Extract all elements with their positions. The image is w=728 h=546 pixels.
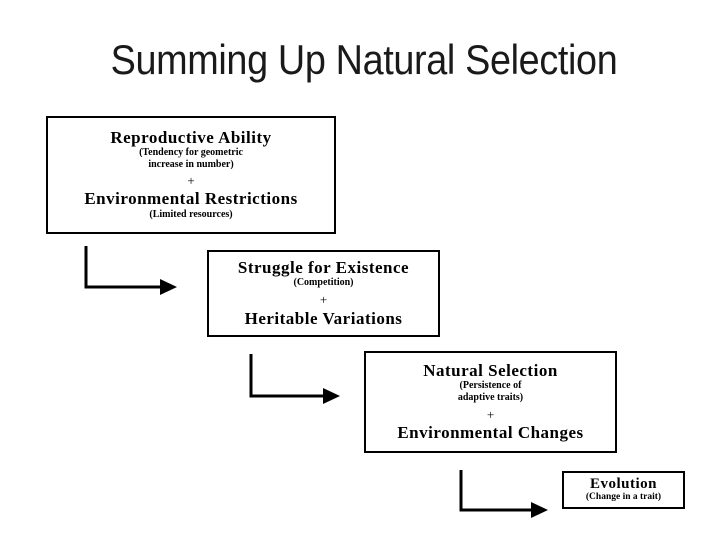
connector-arrow-2	[249, 354, 340, 404]
box-subtitle-reproductive-ability-line2: increase in number)	[148, 158, 234, 170]
arrowhead-icon-2	[323, 388, 340, 404]
box-subtitle-natural-selection-line2: adaptive traits)	[457, 392, 524, 403]
box-subtitle-struggle-for-existence: (Competition)	[293, 276, 354, 288]
box-operator-plus-1: +	[187, 173, 195, 189]
connector-elbow-path-1	[84, 246, 164, 289]
connector-arrow-1	[84, 246, 177, 295]
page-title: Summing Up Natural Selection	[110, 36, 618, 83]
box-heading-struggle-for-existence: Struggle for Existence	[237, 257, 410, 277]
box-heading-natural-selection: Natural Selection	[423, 361, 558, 381]
box-subtitle-environmental-restrictions: (Limited resources)	[149, 209, 233, 221]
connector-arrow-3	[459, 470, 548, 518]
box-heading-evolution: Evolution	[589, 475, 658, 492]
arrowhead-icon-1	[160, 279, 177, 295]
box-heading-reproductive-ability: Reproductive Ability	[110, 127, 272, 147]
flow-box-evolution[interactable]: Evolution (Change in a trait)	[562, 471, 685, 509]
box-operator-plus-3: +	[486, 406, 495, 422]
box-subtitle-reproductive-ability-line1: (Tendency for geometric	[139, 146, 243, 158]
connector-elbow-path-2	[249, 354, 327, 398]
arrowhead-icon-3	[531, 502, 548, 518]
box-heading-environmental-changes: Environmental Changes	[397, 422, 584, 442]
connector-elbow-path-3	[459, 470, 535, 512]
box-subtitle-natural-selection-line1: (Persistence of	[459, 380, 522, 392]
box-heading-environmental-restrictions: Environmental Restrictions	[84, 189, 298, 209]
flow-box-reproductive-environmental[interactable]: Reproductive Ability (Tendency for geome…	[46, 116, 336, 234]
flow-box-struggle-heritable[interactable]: Struggle for Existence (Competition) + H…	[207, 250, 440, 337]
box-subtitle-evolution: (Change in a trait)	[585, 492, 662, 503]
box-heading-heritable-variations: Heritable Variations	[244, 309, 403, 329]
box-operator-plus-2: +	[319, 292, 328, 308]
flow-box-natural-environmental[interactable]: Natural Selection (Persistence of adapti…	[364, 351, 617, 453]
